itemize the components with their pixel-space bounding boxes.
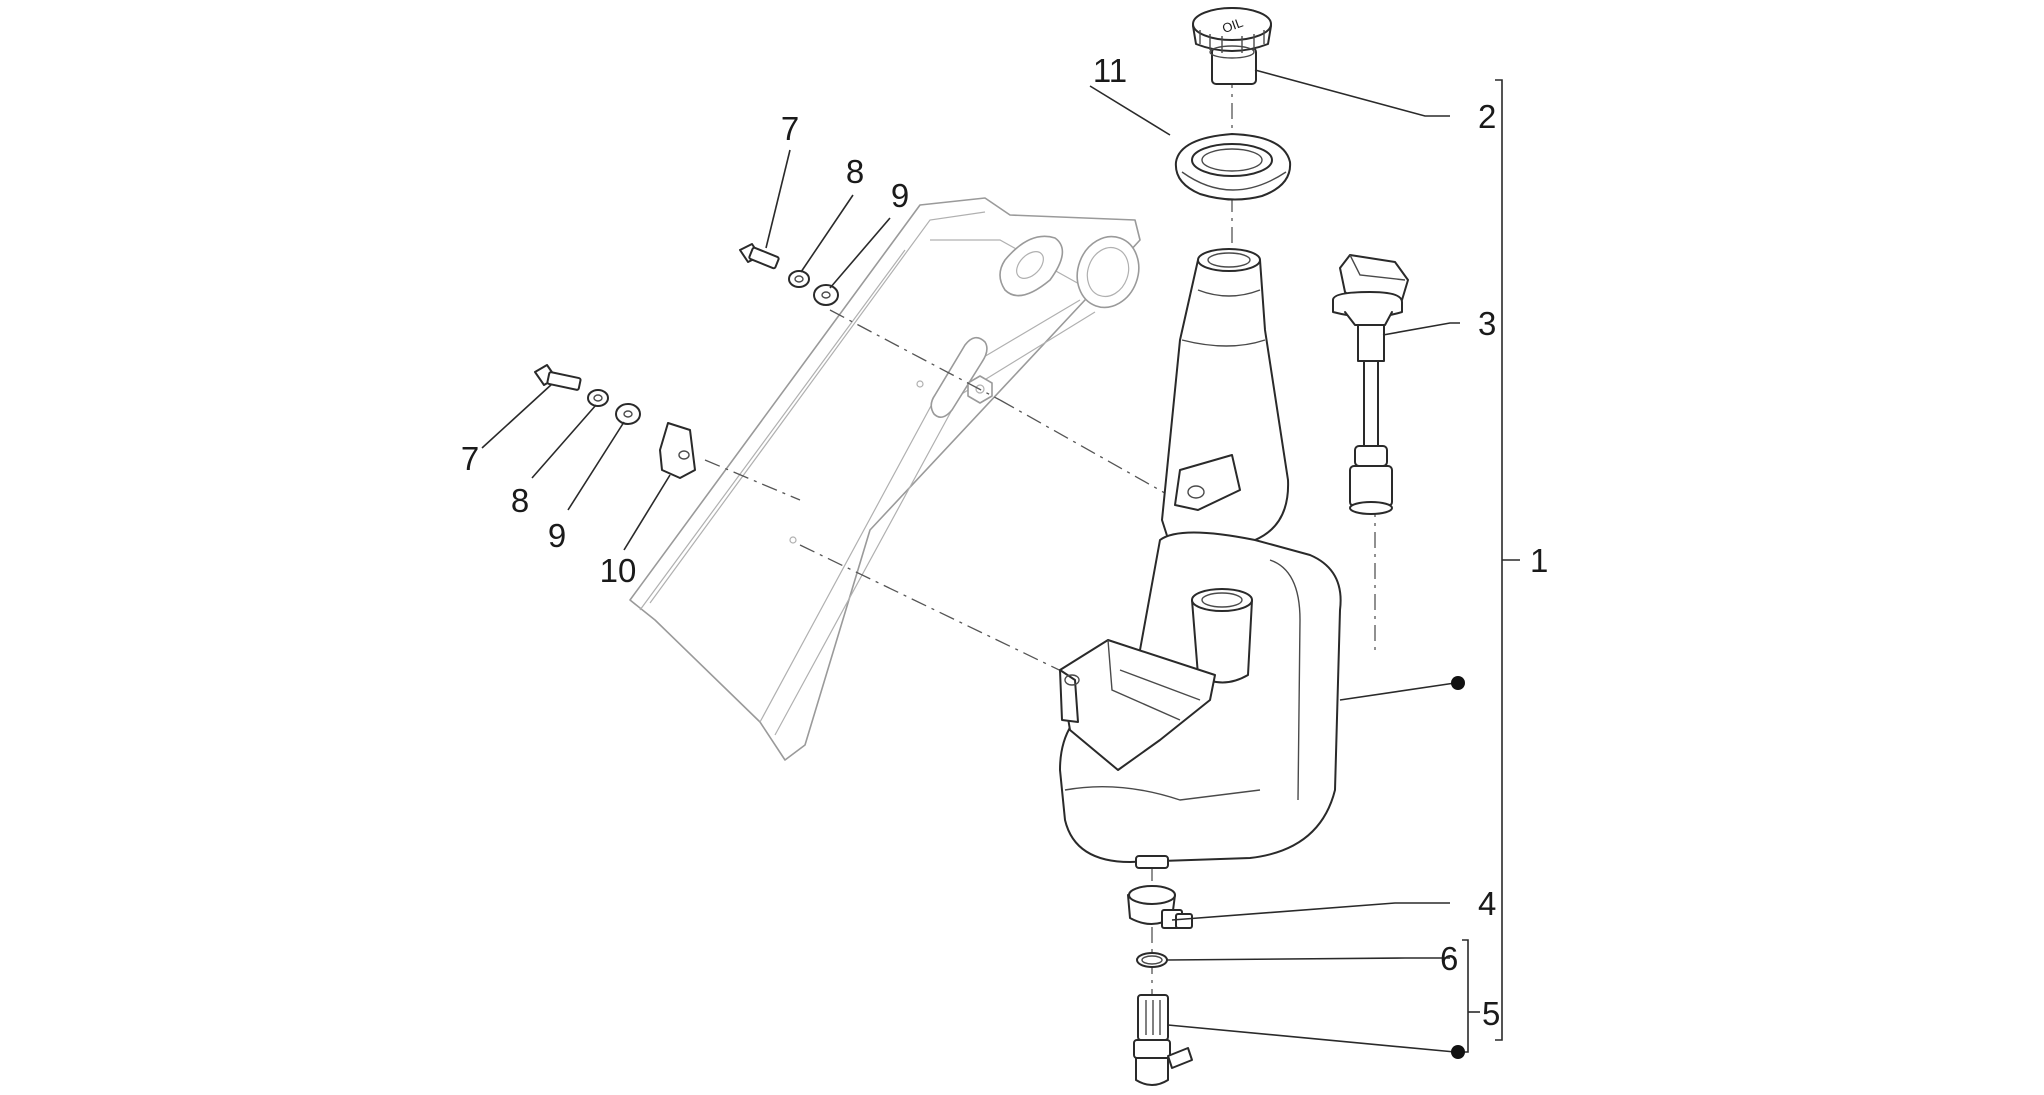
o-ring-part (1136, 952, 1168, 968)
callout-8-upper: 8 (846, 153, 864, 190)
hose-clamp-part (1127, 885, 1193, 929)
drain-fitting-part (1133, 994, 1193, 1086)
callout-8-lower: 8 (511, 482, 529, 519)
oil-tank-part (1059, 248, 1342, 869)
callout-7-lower: 7 (461, 440, 479, 477)
filler-cap-part: OIL (1192, 7, 1272, 85)
callout-9-lower: 9 (548, 517, 566, 554)
callout-1: 1 (1530, 542, 1548, 579)
leader-lines (481, 69, 1520, 1053)
dipstick-part (1332, 254, 1409, 515)
callout-4: 4 (1478, 885, 1496, 922)
callout-labels: 1 2 3 4 5 6 7 7 8 8 9 9 10 11 (461, 52, 1549, 1032)
reference-dot (1451, 1045, 1465, 1059)
callout-2: 2 (1478, 98, 1496, 135)
callout-3: 3 (1478, 305, 1496, 342)
gasket-ring-part (1174, 133, 1292, 201)
callout-5: 5 (1482, 995, 1500, 1032)
callout-6: 6 (1440, 940, 1458, 977)
cap-oil-marking: OIL (1220, 15, 1245, 36)
reference-markers (1451, 676, 1465, 1059)
reference-dot (1451, 676, 1465, 690)
fastener-set-upper (739, 243, 839, 306)
callout-7-upper: 7 (781, 110, 799, 147)
callout-9-upper: 9 (891, 177, 909, 214)
callout-10: 10 (600, 552, 637, 589)
callout-11: 11 (1093, 52, 1127, 89)
fastener-set-lower (534, 364, 696, 479)
